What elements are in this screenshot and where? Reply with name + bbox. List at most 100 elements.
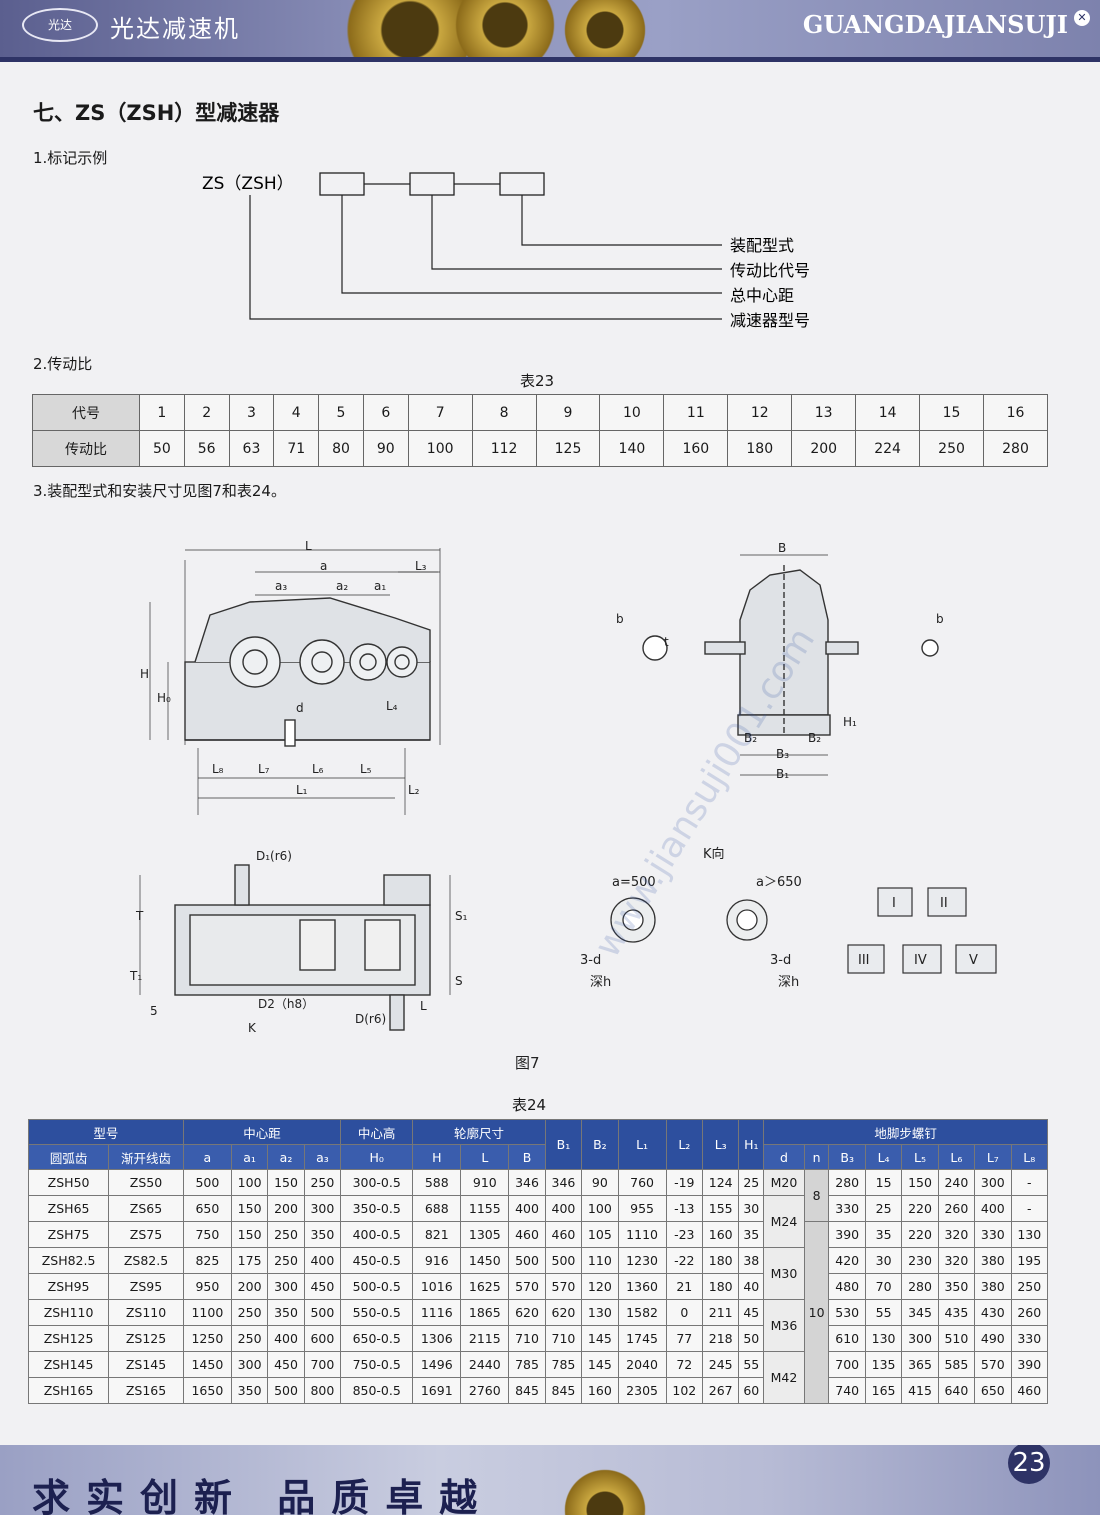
close-icon[interactable]: ✕ xyxy=(1074,10,1090,26)
table-cell: 570 xyxy=(974,1351,1012,1378)
table-cell: 500 xyxy=(267,1377,305,1404)
code-cell: 10 xyxy=(599,394,665,431)
table-cell: 250 xyxy=(267,1247,305,1274)
section-heading-1: 1.标记示例 xyxy=(33,149,108,167)
table-cell: 330 xyxy=(974,1221,1012,1248)
subheader-cell: L xyxy=(460,1144,510,1170)
table-cell: 460 xyxy=(1010,1377,1049,1404)
table-cell: 821 xyxy=(412,1221,462,1248)
table-cell: 250 xyxy=(303,1169,342,1196)
marking-label: 装配型式 xyxy=(730,236,794,255)
k-view-drawing xyxy=(610,897,768,943)
table-cell: 1016 xyxy=(412,1273,462,1300)
table-cell: 245 xyxy=(702,1351,740,1378)
row-header: 代号 xyxy=(32,394,140,431)
ratio-cell: 125 xyxy=(535,430,601,467)
top-view-drawing xyxy=(139,864,451,1031)
col-B2: B₂ xyxy=(581,1119,619,1170)
svg-text:L₃: L₃ xyxy=(415,559,427,573)
svg-text:a=500: a=500 xyxy=(612,875,656,890)
table-cell: 1110 xyxy=(617,1221,667,1248)
table-header-row: 型号 中心距 中心高 轮廓尺寸 B₁ B₂ L₁ L₂ L₃ H₁ 地脚步螺钉 xyxy=(28,1119,1048,1170)
table-cell: 480 xyxy=(828,1273,866,1300)
svg-text:H₀: H₀ xyxy=(157,691,171,705)
svg-text:B₂: B₂ xyxy=(808,731,821,745)
table-cell: 845 xyxy=(508,1377,546,1404)
table-cell: 650 xyxy=(974,1377,1012,1404)
table-cell: 1306 xyxy=(412,1325,462,1352)
section-heading-2: 2.传动比 xyxy=(33,355,93,373)
code-cell: 16 xyxy=(982,394,1049,431)
svg-text:L₁: L₁ xyxy=(296,783,308,797)
subheader-cell: B₃ xyxy=(828,1144,866,1170)
table-cell: 1582 xyxy=(617,1299,667,1326)
table-cell: 160 xyxy=(702,1221,740,1248)
ratio-cell: 56 xyxy=(183,430,230,467)
table-cell: 460 xyxy=(508,1221,546,1248)
table-cell: 400 xyxy=(303,1247,342,1274)
table-cell: ZS110 xyxy=(108,1299,184,1326)
table-cell: 1305 xyxy=(460,1221,510,1248)
svg-text:3-d: 3-d xyxy=(770,953,791,968)
brand-logo: 光达 xyxy=(22,8,98,42)
table-cell: 180 xyxy=(702,1247,740,1274)
svg-text:D(r6): D(r6) xyxy=(355,1012,386,1026)
subheader-cell: 渐开线齿 xyxy=(108,1144,184,1170)
front-view-drawing xyxy=(149,548,441,815)
table-cell: 155 xyxy=(702,1195,740,1222)
table-cell: M30 xyxy=(763,1247,805,1300)
table-cell: 320 xyxy=(937,1221,976,1248)
section-heading-3: 3.装配型式和安装尺寸见图7和表24。 xyxy=(33,482,286,500)
table-cell: 600 xyxy=(303,1325,342,1352)
subheader-cell: L₈ xyxy=(1010,1144,1049,1170)
table-cell: 420 xyxy=(828,1247,866,1274)
svg-text:S: S xyxy=(455,974,463,988)
table-cell: 346 xyxy=(544,1169,583,1196)
table-cell: 110 xyxy=(581,1247,619,1274)
table-cell: 588 xyxy=(412,1169,462,1196)
table-cell: 400 xyxy=(974,1195,1012,1222)
table-cell: 2115 xyxy=(460,1325,510,1352)
assembly-labels: I II III IV V xyxy=(858,896,978,968)
table-cell: ZSH95 xyxy=(27,1273,110,1300)
col-B1: B₁ xyxy=(544,1119,583,1170)
table-cell: 916 xyxy=(412,1247,462,1274)
table-cell: 500 xyxy=(508,1247,546,1274)
table-cell: 1360 xyxy=(617,1273,667,1300)
table-cell: 8 xyxy=(803,1169,830,1222)
subheader-cell: a xyxy=(182,1144,232,1170)
table-cell: 400-0.5 xyxy=(340,1221,414,1248)
subheader-cell: a₃ xyxy=(303,1144,342,1170)
table-cell: 2440 xyxy=(460,1351,510,1378)
subheader-cell: 圆弧齿 xyxy=(27,1144,110,1170)
ratio-cell: 280 xyxy=(982,430,1049,467)
table-cell: ZSH110 xyxy=(27,1299,110,1326)
table-cell: 570 xyxy=(508,1273,546,1300)
table-cell: 320 xyxy=(937,1247,976,1274)
table-cell: 785 xyxy=(544,1351,583,1378)
ratio-cell: 100 xyxy=(407,430,473,467)
table-cell: - xyxy=(1010,1169,1049,1196)
table-cell: 35 xyxy=(738,1221,765,1248)
table-cell: 640 xyxy=(937,1377,976,1404)
table-cell: 124 xyxy=(702,1169,740,1196)
table-cell: M42 xyxy=(763,1351,805,1404)
table-cell: 40 xyxy=(738,1273,765,1300)
col-L3: L₃ xyxy=(702,1119,740,1170)
table-cell: 346 xyxy=(508,1169,546,1196)
table-cell: ZS82.5 xyxy=(108,1247,184,1274)
table-cell: 135 xyxy=(864,1351,903,1378)
code-cell: 7 xyxy=(407,394,473,431)
table-cell: 610 xyxy=(828,1325,866,1352)
table-cell: 300-0.5 xyxy=(340,1169,414,1196)
gear-graphic xyxy=(450,0,560,62)
svg-text:a₃: a₃ xyxy=(275,579,287,593)
table-cell: 200 xyxy=(267,1195,305,1222)
svg-text:L₇: L₇ xyxy=(258,762,270,776)
svg-text:深h: 深h xyxy=(778,975,799,990)
table-cell: 1496 xyxy=(412,1351,462,1378)
header-rule xyxy=(0,57,1100,62)
